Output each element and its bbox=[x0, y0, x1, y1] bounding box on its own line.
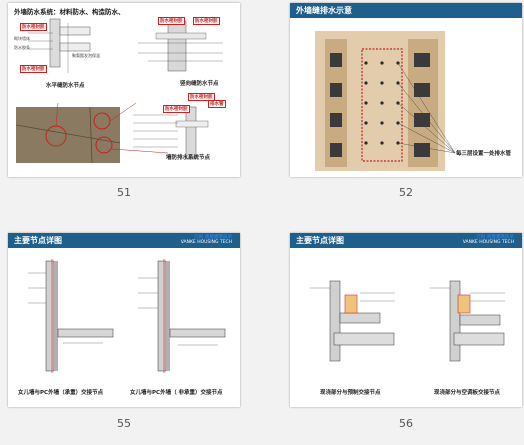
drawing-note: 聚氨酯发泡保温 bbox=[72, 53, 100, 58]
figure-caption: 女儿墙与PC外墙（承重）交接节点 bbox=[18, 390, 104, 396]
slide-number: 51 bbox=[117, 186, 131, 199]
slide-header bbox=[290, 233, 522, 248]
slide-header bbox=[8, 3, 240, 18]
slide-title: 主要节点详图 bbox=[296, 236, 344, 245]
callout-tag: 排水管 bbox=[208, 100, 226, 108]
figure-caption: 现浇部分与预制交接节点 bbox=[320, 390, 381, 396]
slide-thumbnail-51[interactable]: 外墙防水系统：材料防水、构造防水、 防水密封胶 防水密封胶 bbox=[8, 3, 240, 177]
slide-number: 55 bbox=[117, 417, 131, 430]
slide-title: 外墙缝排水示意 bbox=[296, 6, 352, 15]
slide-52-rendering bbox=[315, 31, 456, 171]
slide-header bbox=[290, 3, 522, 18]
callout-tag: 防水密封胶 bbox=[163, 105, 190, 113]
figure-caption: 现浇部分与空调板交接节点 bbox=[434, 390, 501, 396]
callout-tag: 防水密封胶 bbox=[188, 93, 215, 101]
callout-tag: 防水密封胶 bbox=[20, 65, 47, 73]
callout-tag: 防水密封胶 bbox=[193, 17, 220, 25]
callout-tag: 防水密封胶 bbox=[158, 17, 185, 25]
drawing-note: 防水胶条 bbox=[14, 45, 30, 50]
slide-number: 52 bbox=[399, 186, 413, 199]
slide-56-drawings bbox=[310, 280, 505, 362]
slide-51-drawings bbox=[15, 18, 223, 164]
drawing-note: 砌块墙体 bbox=[14, 36, 30, 41]
callout-tag: 防水密封胶 bbox=[20, 23, 47, 31]
figure-caption: 每三层设置一处排水管 bbox=[456, 151, 512, 157]
slide-thumbnail-52[interactable]: 外墙缝排水示意 每三层设置一处排水管 bbox=[290, 3, 522, 177]
figure-caption: 水平缝防水节点 bbox=[46, 83, 85, 89]
figure-caption: 女儿墙与PC外墙（ 非承重）交接节点 bbox=[130, 390, 223, 396]
slide-header bbox=[8, 233, 240, 248]
figure-caption: 墙防排水系统节点 bbox=[166, 155, 211, 161]
figure-caption: 竖向缝防水节点 bbox=[180, 81, 219, 87]
slide-title: 外墙防水系统：材料防水、构造防水、 bbox=[14, 8, 125, 16]
slide-title: 主要节点详图 bbox=[14, 236, 62, 245]
slide-number: 56 bbox=[399, 417, 413, 430]
slide-55-drawings bbox=[28, 259, 226, 373]
